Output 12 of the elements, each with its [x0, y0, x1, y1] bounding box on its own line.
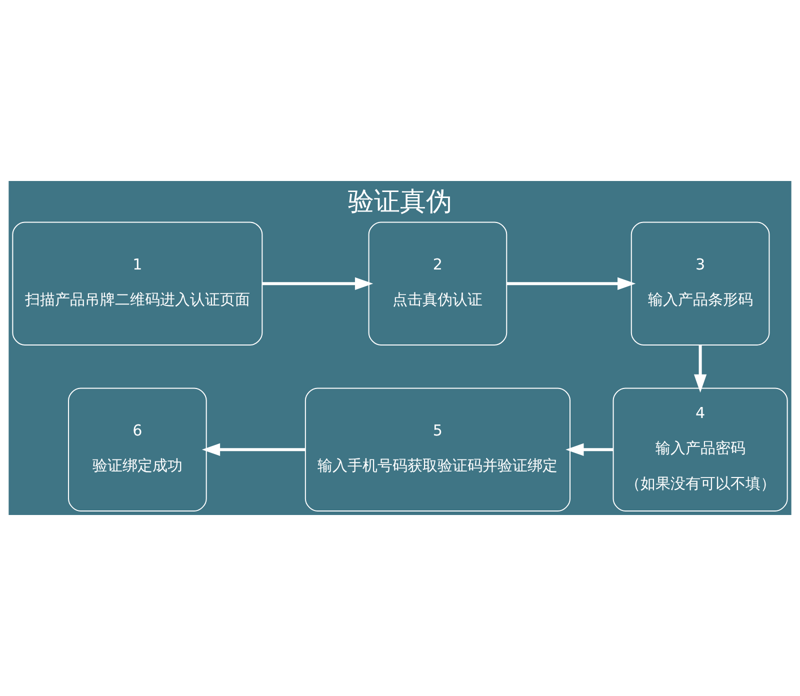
node-box: 3 输入产品条形码: [630, 222, 770, 346]
node-box: 1 扫描产品吊牌二维码进入认证页面: [12, 222, 263, 346]
arrow: [694, 345, 707, 393]
arrow: [566, 443, 613, 456]
arrow: [202, 443, 306, 456]
diagram-title: 验证真伪: [348, 186, 452, 217]
node-box: 5 输入手机号码获取验证码并验证绑定: [304, 388, 571, 512]
node-box: 6 验证绑定成功: [68, 388, 207, 512]
node-box: 4 输入产品密码 （如果没有可以不填）: [612, 388, 788, 512]
node-box: 2 点击真伪认证: [368, 222, 508, 346]
arrow: [506, 277, 636, 290]
arrow: [262, 277, 374, 290]
